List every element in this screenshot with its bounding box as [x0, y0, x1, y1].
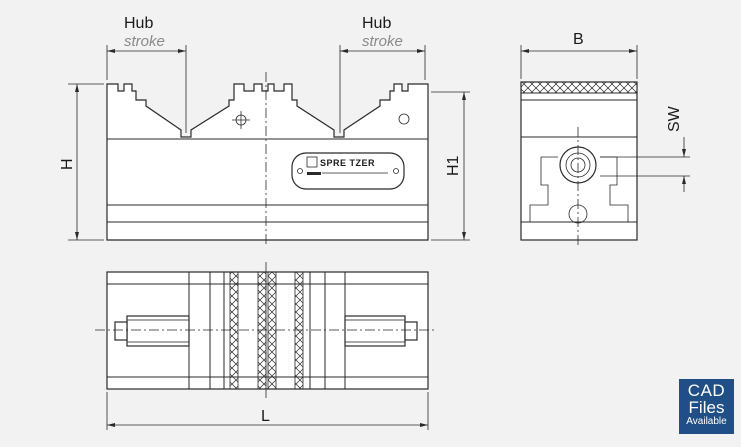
spindle-right	[344, 315, 406, 347]
brand-plate-text: SPRE TZER	[320, 158, 375, 168]
h-label: H	[59, 158, 76, 170]
l-label: L	[261, 408, 270, 425]
hub-left-label: Hub	[124, 15, 153, 32]
sw-label: SW	[666, 105, 683, 132]
b-label: B	[573, 31, 584, 48]
jaw-knurl-3	[267, 271, 277, 390]
cad-files-badge[interactable]: CAD Files Available	[679, 379, 734, 434]
hub-right-label: Hub	[362, 15, 391, 32]
h1-label: H1	[445, 155, 462, 176]
front-view-outline	[106, 83, 429, 241]
spindle-left	[126, 315, 190, 347]
top-view	[95, 262, 436, 430]
brand-plate: SPRE TZER	[291, 152, 405, 190]
stroke-left-label: stroke	[124, 33, 165, 50]
side-view	[520, 45, 690, 247]
jaw-knurl-2	[257, 271, 267, 390]
stroke-right-label: stroke	[362, 33, 403, 50]
right-hole	[398, 113, 410, 125]
cad-badge-line1: CAD	[687, 381, 726, 400]
cad-badge-line2: Files	[688, 398, 725, 417]
front-view: SPRE TZER	[68, 45, 470, 247]
knurled-jaw-top	[520, 81, 638, 94]
jaw-knurl-1	[229, 271, 239, 390]
jaw-knurl-4	[294, 271, 304, 390]
cad-badge-line3: Available	[686, 416, 727, 427]
